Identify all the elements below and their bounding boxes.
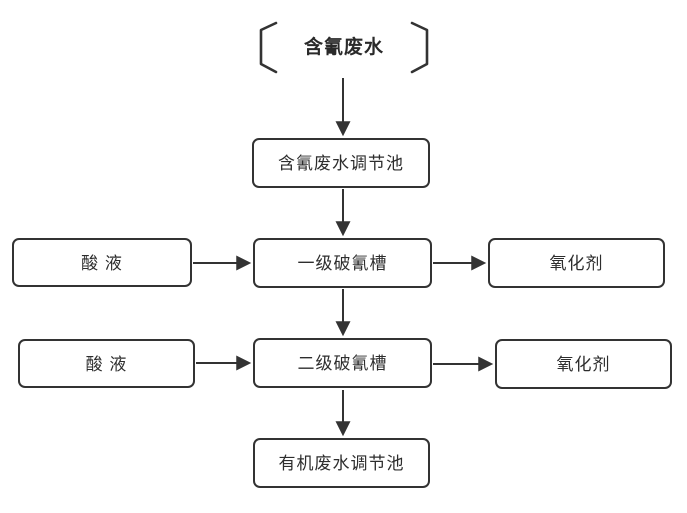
node-acid-1-label: 酸 液 <box>81 253 123 273</box>
left-bracket-icon <box>259 21 278 74</box>
right-bracket-icon <box>410 21 429 74</box>
node-cyanide-wastewater-source: 含氰废水 <box>255 18 433 76</box>
node-acid-2-label: 酸 液 <box>85 354 128 374</box>
node-oxidizer-2: 氧化剂 <box>495 339 672 389</box>
node-primary-break-tank: 一级破氰槽 <box>253 238 432 288</box>
node-oxidizer-1-label: 氧化剂 <box>549 254 604 273</box>
node-primary-break-tank-label: 一级破氰槽 <box>297 254 388 273</box>
bracket-decoration <box>259 21 429 74</box>
node-acid-1: 酸 液 <box>12 238 192 287</box>
node-acid-2: 酸 液 <box>18 339 195 388</box>
node-organic-adjust-tank-label: 有机废水调节池 <box>278 454 405 473</box>
source-node-label: 含氰废水 <box>303 36 384 58</box>
node-cyanide-adjust-tank-label: 含氰废水调节池 <box>278 154 404 173</box>
node-oxidizer-2-label: 氧化剂 <box>556 355 611 374</box>
node-organic-adjust-tank: 有机废水调节池 <box>253 438 430 488</box>
node-secondary-break-tank-label: 二级破氰槽 <box>297 354 388 373</box>
node-oxidizer-1: 氧化剂 <box>488 238 665 288</box>
node-cyanide-adjust-tank: 含氰废水调节池 <box>252 138 430 188</box>
node-secondary-break-tank: 二级破氰槽 <box>253 338 432 388</box>
